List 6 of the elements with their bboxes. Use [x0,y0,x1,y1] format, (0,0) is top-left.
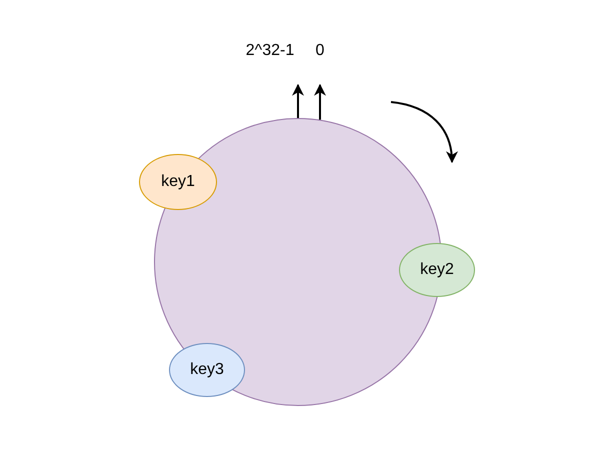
hash-value-label: 2^32-1 [244,40,296,62]
key-ellipse: key2 [399,243,475,297]
hash-value-label: 0 [312,40,328,62]
arrow [292,84,304,118]
key-ellipse: key1 [139,154,217,210]
arrow [314,84,326,120]
